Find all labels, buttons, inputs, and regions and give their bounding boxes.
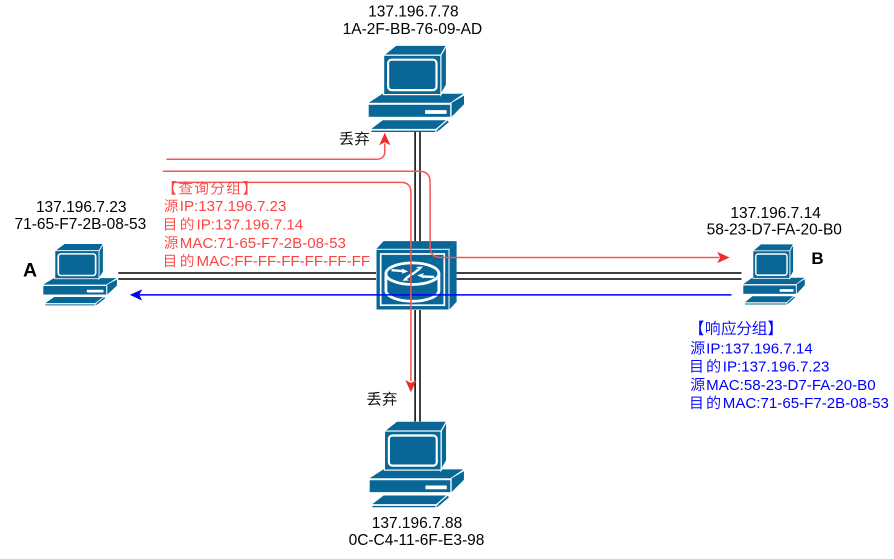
svg-text:137.196.7.88: 137.196.7.88	[372, 515, 463, 532]
svg-text:IP:137.196.7.14: IP:137.196.7.14	[706, 340, 813, 357]
svg-text:IP:137.196.7.23: IP:137.196.7.23	[723, 359, 830, 376]
svg-text:137.196.7.14: 137.196.7.14	[730, 205, 821, 222]
svg-text:137.196.7.23: 137.196.7.23	[36, 199, 127, 216]
svg-text:1A-2F-BB-76-09-AD: 1A-2F-BB-76-09-AD	[343, 21, 483, 38]
svg-text:58-23-D7-FA-20-B0: 58-23-D7-FA-20-B0	[707, 222, 843, 239]
svg-text:0C-C4-11-6F-E3-98: 0C-C4-11-6F-E3-98	[349, 532, 485, 549]
svg-text:IP:137.196.7.14: IP:137.196.7.14	[197, 217, 304, 234]
svg-text:MAC:71-65-F7-2B-08-53: MAC:71-65-F7-2B-08-53	[723, 395, 889, 412]
svg-text:B: B	[811, 249, 823, 268]
svg-text:MAC:71-65-F7-2B-08-53: MAC:71-65-F7-2B-08-53	[180, 235, 346, 252]
svg-text:137.196.7.78: 137.196.7.78	[368, 4, 459, 21]
svg-text:MAC:FF-FF-FF-FF-FF-FF: MAC:FF-FF-FF-FF-FF-FF	[197, 253, 371, 270]
svg-text:A: A	[23, 260, 37, 282]
svg-text:71-65-F7-2B-08-53: 71-65-F7-2B-08-53	[14, 216, 146, 233]
svg-text:MAC:58-23-D7-FA-20-B0: MAC:58-23-D7-FA-20-B0	[706, 377, 875, 394]
svg-text:IP:137.196.7.23: IP:137.196.7.23	[180, 198, 287, 215]
